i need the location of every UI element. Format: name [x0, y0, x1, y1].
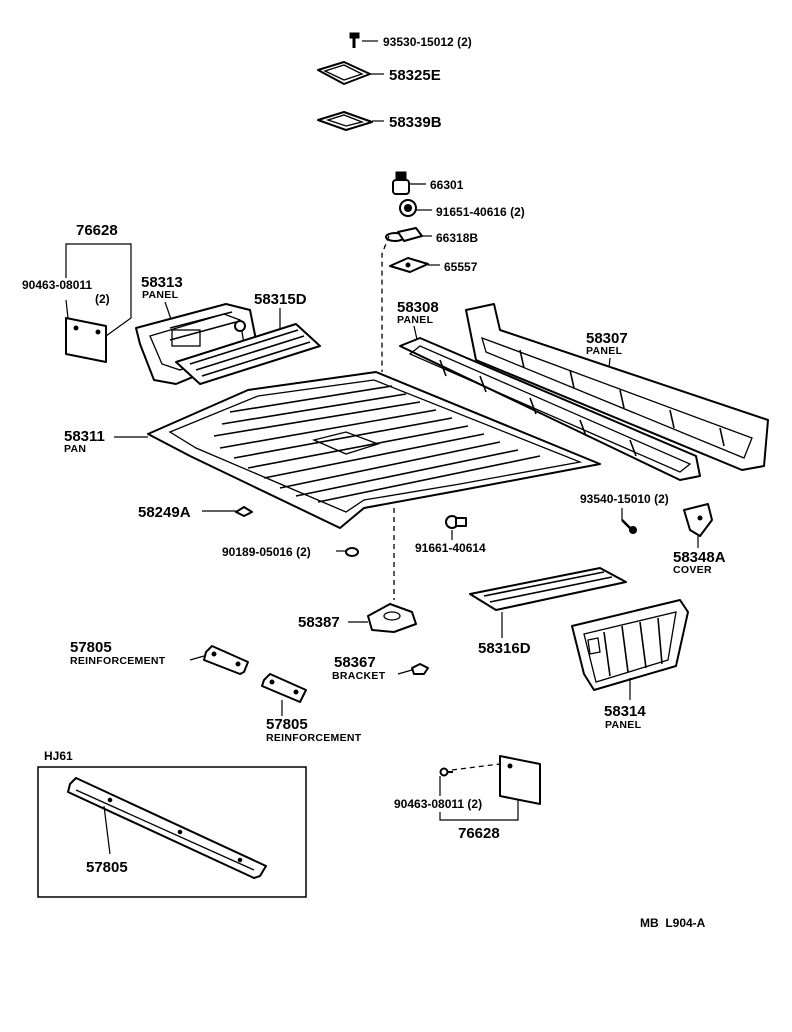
panel-58308-icon [399, 337, 701, 481]
bracket-66318b-icon [385, 227, 423, 242]
qty-screw-90463-top: (2) [95, 292, 110, 306]
plate-65557-icon [389, 257, 429, 273]
part-number-bolt-93540: 93540-15010 (2) [580, 492, 669, 506]
part-number-panel-58308: 58308 [397, 299, 439, 316]
desc-bracket-58367: BRACKET [332, 670, 386, 682]
part-number-bolt-91661: 91661-40614 [415, 541, 486, 555]
reinforcement-57805-a-icon [203, 645, 249, 675]
panel-58316d-icon [469, 567, 627, 611]
part-number-clip-90189: 90189-05016 (2) [222, 545, 311, 559]
part-number-panel-58307: 58307 [586, 330, 628, 347]
part-number-bracket-58367: 58367 [334, 654, 376, 671]
desc-panel-58314: PANEL [605, 719, 642, 731]
reinforcement-57805-hj61-icon [67, 777, 267, 879]
bolt-93540-icon [621, 519, 637, 534]
screw-90463-icon [439, 767, 453, 777]
part-number-hook-66301: 66301 [430, 178, 464, 192]
part-number-cover-76628-top: 76628 [76, 222, 118, 239]
cover-plate-icon [65, 317, 107, 363]
pad-icon [235, 506, 253, 517]
part-number-screw-90463-top: 90463-08011 [22, 278, 92, 292]
part-number-reinf-57805-b: 57805 [266, 716, 308, 733]
bolt-91661-icon [445, 515, 467, 529]
bracket-58387-icon [367, 603, 417, 633]
desc-cover-58348a: COVER [673, 564, 712, 576]
cover-58348a-icon [683, 503, 713, 537]
part-number-plate-b: 58339B [389, 114, 442, 131]
part-number-plate-e: 58325E [389, 67, 441, 84]
part-number-panel-58314: 58314 [604, 703, 646, 720]
bolt-icon [349, 32, 360, 48]
drawing-code: MB L904-A [640, 916, 706, 930]
part-number-panel-58316d: 58316D [478, 640, 531, 657]
panel-58314-icon [571, 599, 689, 691]
part-number-cover-58348a: 58348A [673, 549, 726, 566]
bracket-58367-icon [411, 663, 429, 675]
part-number-nut-91651: 91651-40616 (2) [436, 205, 525, 219]
nut-icon [399, 199, 417, 217]
part-number-cover-76628-bottom: 76628 [458, 825, 500, 842]
desc-panel-58308: PANEL [397, 314, 434, 326]
panel-58315d-icon [175, 323, 321, 385]
desc-pan-58311: PAN [64, 443, 86, 455]
plate-58339b-icon [317, 111, 373, 131]
hj61-inset: HJ61 57805 [37, 749, 307, 898]
part-number-pad-58249a: 58249A [138, 504, 191, 521]
part-number-reinf-57805-a: 57805 [70, 639, 112, 656]
part-number-bracket-66318b: 66318B [436, 231, 478, 245]
reinforcement-57805-b-icon [261, 673, 307, 703]
desc-reinf-57805-b: REINFORCEMENT [266, 732, 362, 744]
part-number-bracket-58387: 58387 [298, 614, 340, 631]
pan-58311-icon [147, 371, 601, 529]
hook-icon [392, 171, 410, 195]
part-number-panel-58313: 58313 [141, 274, 183, 291]
part-number-plate-65557: 65557 [444, 260, 478, 274]
desc-panel-58313: PANEL [142, 289, 179, 301]
clip-icon [345, 547, 359, 557]
part-number-pan-58311: 58311 [64, 428, 105, 445]
part-number-screw-90463-bottom: 90463-08011 (2) [394, 797, 482, 811]
inset-label: HJ61 [44, 749, 73, 763]
inset-frame [37, 766, 307, 898]
desc-panel-58307: PANEL [586, 345, 623, 357]
desc-reinf-57805-a: REINFORCEMENT [70, 655, 166, 667]
part-number-bolt-top: 93530-15012 (2) [383, 35, 472, 49]
part-number-reinf-57805-hj61: 57805 [86, 859, 128, 876]
cover-plate-bottom-icon [499, 755, 541, 805]
part-number-panel-58315d: 58315D [254, 291, 307, 308]
plate-58325e-icon [317, 61, 371, 85]
panel-58307-icon [465, 303, 769, 471]
